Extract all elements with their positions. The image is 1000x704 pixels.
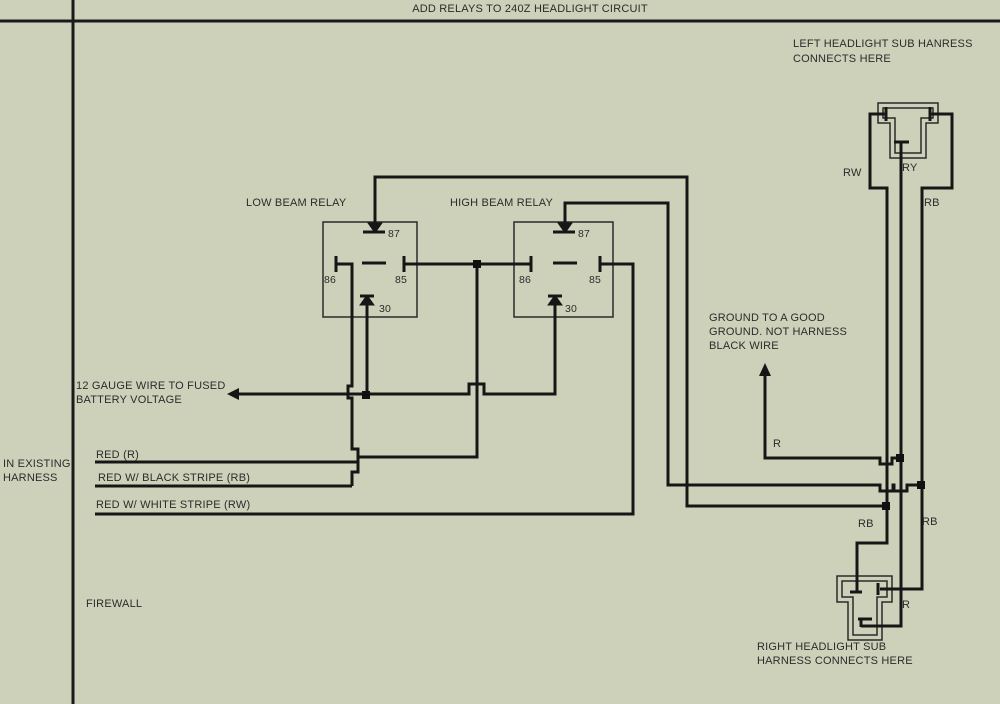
connector-pin-symbols (850, 107, 932, 627)
junction-dots (362, 260, 925, 510)
firewall-label: FIREWALL (86, 598, 143, 610)
high-beam-relay-label: HIGH BEAM RELAY (450, 197, 554, 209)
relay-pin-symbols (334, 222, 602, 306)
wires (95, 112, 954, 628)
high-relay-pin85-label: 85 (589, 274, 602, 286)
high-relay-pin30-label: 30 (565, 303, 578, 315)
wire-battery-feed (232, 297, 557, 396)
high-pin30-arrow (547, 294, 563, 306)
wire-rb-riser (358, 266, 479, 459)
junction-rb (917, 481, 925, 489)
junction-battery-low30 (362, 391, 370, 399)
wire-tag-r-ground: R (773, 438, 782, 450)
low-relay-pin86-label: 86 (324, 274, 337, 286)
wire-tag-rw: RW (843, 167, 862, 179)
harness-wire-rw-label: RED W/ WHITE STRIPE (RW) (96, 499, 251, 511)
junction-ground (896, 454, 904, 462)
arrowheads (227, 363, 771, 400)
high-pin87-arrow (557, 222, 573, 234)
wire-tag-r-bottom: R (902, 599, 911, 611)
low-relay-pin87-label: 87 (388, 228, 401, 240)
low-beam-relay-box (322, 221, 418, 318)
wire-tag-rb-mid-left: RB (858, 518, 874, 530)
high-relay-pin87-label: 87 (578, 228, 591, 240)
high-beam-relay-box (513, 221, 614, 318)
wire-low87-rw-feed (373, 175, 884, 508)
existing-harness-note: IN EXISTING HARNESS (3, 458, 71, 484)
ground-arrowhead (759, 363, 771, 376)
wire-harness-rw (95, 262, 635, 516)
ground-note: GROUND TO A GOOD GROUND. NOT HARNESS BLA… (709, 312, 848, 352)
right-headlight-note: RIGHT HEADLIGHT SUB HARNESS CONNECTS HER… (757, 641, 913, 667)
left-headlight-note: LEFT HEADLIGHT SUB HANRESS CONNECTS HERE (793, 38, 973, 65)
wire-rb-headlights (880, 112, 954, 591)
right-headlight-connector-inner (841, 580, 888, 636)
junction-rw (882, 502, 890, 510)
right-headlight-connector-outer (836, 575, 893, 641)
low-pin30-arrow (359, 294, 375, 306)
harness-wire-r-label: RED (R) (96, 449, 139, 461)
battery-arrowhead (227, 388, 239, 400)
low-relay-pin30-label: 30 (379, 303, 392, 315)
wire-ground (763, 371, 897, 466)
battery-note: 12 GAUGE WIRE TO FUSED BATTERY VOLTAGE (76, 380, 226, 406)
low-relay-pin85-label: 85 (395, 274, 408, 286)
page-title: ADD RELAYS TO 240Z HEADLIGHT CIRCUIT (412, 3, 648, 15)
low-pin87-arrow (367, 222, 383, 234)
wire-high87-rb-feed (563, 201, 918, 493)
wire-low86-branch (337, 262, 360, 486)
left-headlight-connector-outer (877, 102, 939, 159)
low-beam-relay-label: LOW BEAM RELAY (246, 197, 347, 209)
wire-rw-headlights (855, 112, 889, 592)
right-conn-bottom-pin (858, 617, 872, 627)
wire-tag-rb-top: RB (924, 197, 940, 209)
high-relay-pin86-label: 86 (519, 274, 532, 286)
wire-ground-headlights (861, 143, 903, 628)
wire-tag-ry: RY (902, 162, 918, 174)
harness-wire-rb-label: RED W/ BLACK STRIPE (RB) (98, 472, 251, 484)
junction-low85-high86 (473, 260, 481, 268)
wire-tag-rb-mid-right: RB (922, 516, 938, 528)
